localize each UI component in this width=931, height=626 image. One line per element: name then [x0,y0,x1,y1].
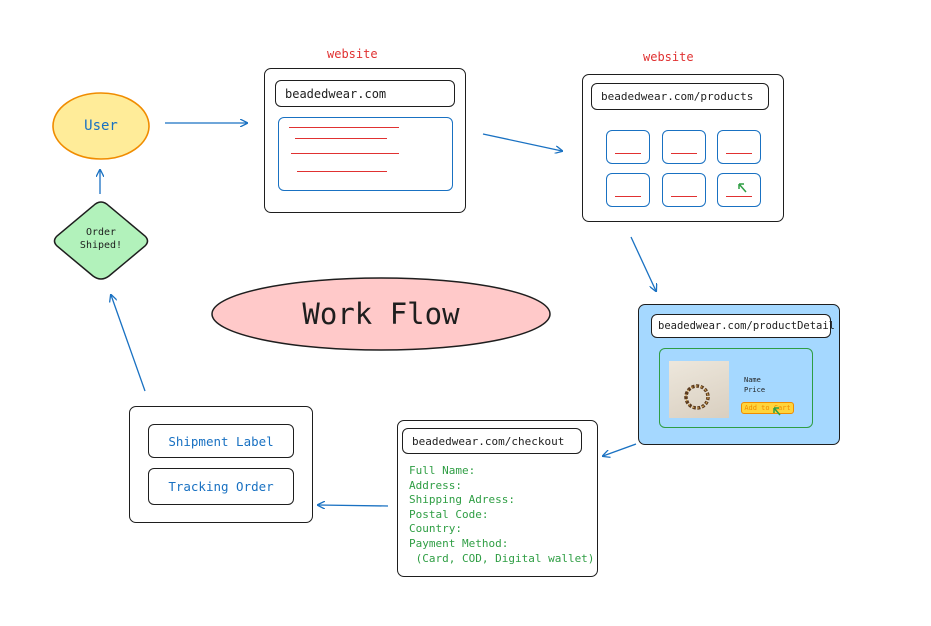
website-label-products: website [643,50,694,64]
product-tile[interactable] [606,173,650,207]
field-payment-method[interactable]: Payment Method: [409,536,509,550]
product-tile[interactable] [606,130,650,164]
arrow-detail-to-checkout [603,443,637,456]
shipping-window: Shipment Label Tracking Order [129,406,313,523]
home-content-panel [278,117,453,191]
arrow-shipping-to-order [111,295,146,392]
product-detail-window: beadedwear.com/productDetail Name Price … [638,304,840,445]
payment-options: (Card, COD, Digital wallet) [409,551,595,565]
text-line [289,127,399,128]
home-page-window: beadedwear.com [264,68,466,213]
text-line [295,138,387,139]
field-country[interactable]: Country: [409,522,462,536]
product-detail-url-bar[interactable]: beadedwear.com/productDetail [651,314,835,338]
bracelet-icon [684,384,710,410]
arrow-products-to-detail [630,236,656,291]
user-label: User [84,118,118,134]
cursor-icon [738,183,747,193]
product-name: Name [744,376,761,384]
text-line [297,171,387,172]
products-url-bar[interactable]: beadedwear.com/products [591,83,769,110]
page-title: Work Flow [302,297,460,331]
field-address[interactable]: Address: [409,478,462,492]
order-shipped-label: Order Shiped! [49,226,153,252]
product-tile[interactable] [662,173,706,207]
text-line [291,153,399,154]
product-tile[interactable] [717,130,761,164]
product-detail-panel: Name Price Add to Cart [659,348,813,428]
field-shipping-address[interactable]: Shipping Adress: [409,493,515,507]
website-label-home: website [327,47,378,61]
arrow-checkout-to-shipping [318,505,389,506]
checkout-form: Full Name: Address: Shipping Adress: Pos… [409,464,594,566]
field-postal-code[interactable]: Postal Code: [409,507,489,521]
user-node [52,92,150,160]
product-tile[interactable] [662,130,706,164]
arrow-home-to-products [482,133,562,151]
workflow-title-ellipse [211,277,551,351]
order-shipped-diamond [53,201,149,280]
home-url-bar[interactable]: beadedwear.com [275,80,455,107]
cursor-icon [773,407,781,416]
tracking-order-button[interactable]: Tracking Order [148,468,294,505]
field-full-name[interactable]: Full Name: [409,464,476,477]
products-page-window: beadedwear.com/products [582,74,784,222]
product-price: Price [744,386,766,394]
product-image [669,361,729,418]
order-shipped-line-2: Shiped! [79,240,123,251]
checkout-url-bar[interactable]: beadedwear.com/checkout [402,428,582,454]
checkout-page-window: beadedwear.com/checkout Full Name: Addre… [397,420,598,577]
add-to-cart-button[interactable]: Add to Cart [741,402,794,414]
product-info: Name Price [744,375,765,395]
product-tile-selected[interactable] [717,173,761,207]
order-shipped-line-1: Order [85,227,117,238]
shipment-label-button[interactable]: Shipment Label [148,424,294,458]
